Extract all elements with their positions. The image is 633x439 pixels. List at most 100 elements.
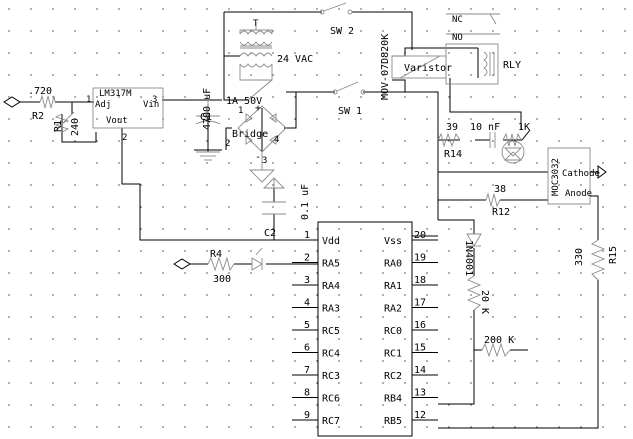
- bridge-pin3: 3: [262, 156, 267, 166]
- relay-ref: RLY: [503, 60, 521, 71]
- mcu-left-pin-number: 9: [304, 410, 310, 421]
- mcu-left-pin-name: RA4: [322, 281, 340, 292]
- sw2-ref: SW 2: [330, 26, 354, 37]
- r1k-symbol: [502, 132, 522, 147]
- r1-symbol: [54, 113, 70, 133]
- mcu-right-pin-name: RA1: [384, 281, 402, 292]
- mcu-left-pin-number: 1: [304, 230, 310, 241]
- relay-body: [445, 43, 499, 85]
- c2-value: 0.1 uF: [300, 184, 311, 220]
- transformer-value: 24 VAC: [277, 54, 313, 65]
- mcu-left-pin-name: Vdd: [322, 236, 340, 247]
- output-arrow-led: [173, 258, 191, 270]
- r14-ref: R14: [444, 149, 462, 160]
- r20k-symbol: [466, 275, 482, 311]
- c1-symbol: [195, 100, 221, 125]
- ground-symbols: [196, 151, 286, 189]
- mcu-right-pin-number: 20: [414, 230, 426, 241]
- mcu-right-pin-name: Vss: [384, 236, 402, 247]
- r15-symbol: [590, 239, 606, 281]
- bridge-name: Bridge: [232, 129, 268, 140]
- lm317-vout: Vout: [106, 116, 128, 126]
- opto-anode: Anode: [565, 189, 592, 199]
- diode-part: 1N4001: [463, 240, 474, 276]
- led-symbol: [251, 247, 263, 271]
- r12-ref: R12: [492, 207, 510, 218]
- bridge-pin4: 4: [274, 135, 279, 145]
- transformer-symbol: [239, 22, 273, 101]
- mcu-left-pin-number: 2: [304, 253, 310, 264]
- r1-ref: R1: [53, 120, 64, 132]
- r12-value: 38: [494, 184, 506, 195]
- labels: LM317M Adj Vin Vout 3 1 2 .720 R2 R1 240…: [28, 15, 619, 346]
- mcu-right-pin-number: 12: [414, 410, 426, 421]
- mcu-left-pin-number: 7: [304, 365, 310, 376]
- varistor-name: Varistor: [404, 63, 452, 74]
- mcu-right-pin-number: 17: [414, 298, 426, 309]
- r4-ref: R4: [210, 249, 222, 260]
- cap10n-value: 10 nF: [470, 122, 500, 133]
- component-outlines: [3, 2, 607, 437]
- mcu-right-pins: 20Vss19RA018RA117RA216RC015RC114RC213RB4…: [384, 230, 438, 427]
- lm317-pin-vout: 2: [122, 133, 127, 143]
- mcu-left-pin-name: RC3: [322, 371, 340, 382]
- mcu-right-pin-number: 14: [414, 365, 426, 376]
- r14-symbol: [437, 132, 461, 148]
- diode-symbol: [466, 233, 482, 247]
- sw1-symbol: [332, 81, 366, 95]
- opto-cathode: Cathode: [562, 169, 600, 179]
- lm317-pin-adj: 1: [86, 95, 91, 105]
- opto-body: [547, 147, 591, 205]
- r4-symbol: [207, 256, 235, 272]
- relay-nc: NC: [452, 15, 463, 25]
- mcu-left-pin-name: RC5: [322, 326, 340, 337]
- mcu-body: [317, 221, 413, 437]
- relay-no: NO: [452, 33, 463, 43]
- r2-ref: R2: [32, 111, 44, 122]
- c2-symbol: [262, 201, 286, 215]
- sw2-symbol: [319, 2, 353, 15]
- r12-symbol: [485, 192, 501, 208]
- r1-value: 240: [70, 118, 81, 136]
- r1k-value: 1K: [518, 122, 530, 133]
- mcu-left-pin-name: RC4: [322, 349, 340, 360]
- lm317-pin-vin: 3: [152, 95, 157, 105]
- lm317-name: LM317M: [99, 89, 132, 99]
- bridge-pin1: 1: [238, 106, 243, 116]
- bridge-minus: -: [255, 152, 261, 163]
- mcu-right-pin-name: RC0: [384, 326, 402, 337]
- lm317-body: [92, 87, 164, 129]
- bridge-rating: 1A 50V: [226, 96, 262, 107]
- wires: [20, 11, 599, 429]
- bridge-pin2: 2: [225, 139, 230, 149]
- mcu-right-pin-name: RB4: [384, 394, 402, 405]
- transformer-mark: T: [253, 19, 259, 29]
- r20k-value: 20 K: [479, 290, 490, 314]
- varistor-part: MOV-07D820K: [380, 34, 391, 100]
- lm317-adj: Adj: [95, 100, 111, 110]
- mcu-left-pin-name: RA3: [322, 304, 340, 315]
- r15-ref: R15: [608, 246, 619, 264]
- mcu-left-pin-number: 4: [304, 298, 310, 309]
- mcu-left-pin-number: 5: [304, 320, 310, 331]
- mcu-right-pin-number: 18: [414, 275, 426, 286]
- mcu-right-pin-name: RC1: [384, 349, 402, 360]
- mcu-right-pin-name: RC2: [384, 371, 402, 382]
- output-arrow-opto: [597, 165, 607, 179]
- r4-value: 300: [213, 274, 231, 285]
- r200k-value: 200 K: [484, 335, 514, 346]
- c2-ref: C2: [264, 228, 276, 239]
- bridge-plus: +: [255, 103, 261, 114]
- mcu-right-pin-number: 19: [414, 253, 426, 264]
- mcu-left-pin-number: 3: [304, 275, 310, 286]
- mcu-right-pin-name: RA2: [384, 304, 402, 315]
- r200k-symbol: [481, 342, 511, 358]
- mcu-left-pin-name: RC7: [322, 416, 340, 427]
- c1-value: 4700 uF: [202, 88, 213, 130]
- opto-part: MOC3032: [551, 158, 561, 196]
- output-arrow-left: [3, 96, 21, 108]
- r15-value: 330: [574, 248, 585, 266]
- r2-value: .720: [28, 86, 52, 97]
